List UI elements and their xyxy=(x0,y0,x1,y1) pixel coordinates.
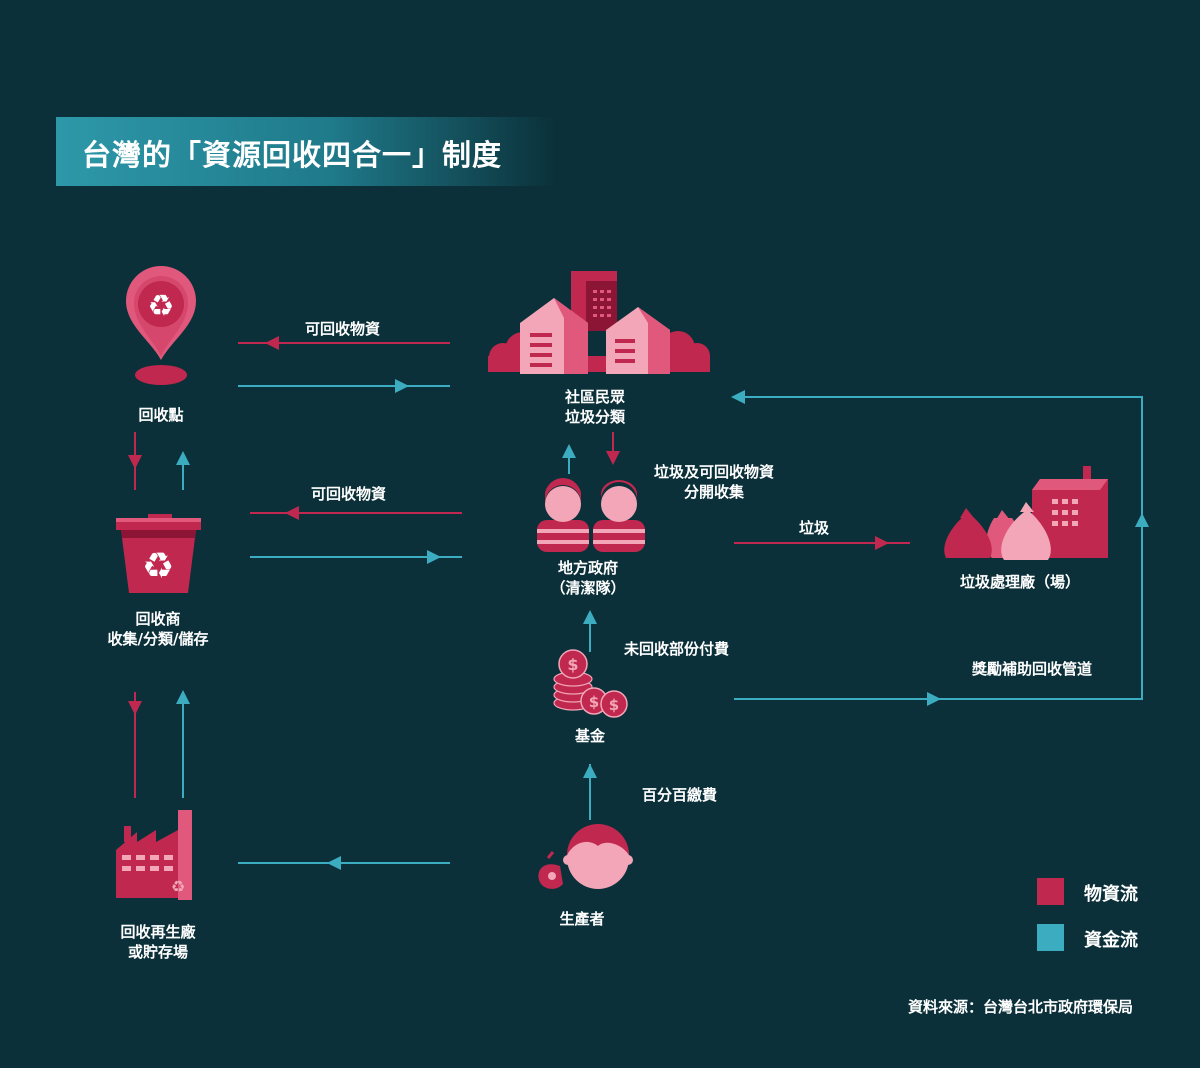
node-recycler-line1: 回收商 xyxy=(135,610,181,628)
legend-label-money: 資金流 xyxy=(1084,930,1138,951)
title-banner xyxy=(56,117,556,186)
edge-label-unrecycled-pay: 未回收部份付費 xyxy=(624,640,730,658)
edge-label-sort-line2: 分開收集 xyxy=(683,483,744,501)
flow-lines xyxy=(128,336,1149,870)
node-gov-line1: 地方政府 xyxy=(557,559,618,577)
source-note: 資料來源：台灣台北市政府環保局 xyxy=(908,998,1134,1016)
svg-text:$: $ xyxy=(609,696,619,714)
svg-text:$: $ xyxy=(567,655,578,674)
edge-label-sort-line1: 垃圾及可回收物資 xyxy=(653,463,774,481)
edge-label-recyclables-top: 可回收物資 xyxy=(305,320,381,338)
svg-text:♻: ♻ xyxy=(171,877,185,896)
legend-label-material: 物資流 xyxy=(1084,884,1138,905)
page-title: 台灣的「資源回收四合一」制度 xyxy=(82,138,503,172)
recycle-bin-icon: ♻ xyxy=(116,514,201,593)
node-fund: 基金 xyxy=(574,727,605,745)
node-recycle-point: 回收點 xyxy=(138,406,184,424)
buildings-icon xyxy=(488,271,710,374)
coins-icon: $ $ $ xyxy=(553,649,628,718)
producer-icon xyxy=(538,824,633,889)
svg-text:♻: ♻ xyxy=(142,546,174,587)
node-community-line1: 社區民眾 xyxy=(564,388,625,406)
node-community-line2: 垃圾分類 xyxy=(564,408,625,426)
node-gov-line2: （清潔隊） xyxy=(550,579,626,597)
legend-swatch-material xyxy=(1037,878,1064,905)
garbage-plant-icon xyxy=(944,466,1108,560)
node-recycler-line2: 收集/分類/儲存 xyxy=(107,630,209,648)
svg-text:♻: ♻ xyxy=(148,289,175,324)
edge-label-recyclables-mid: 可回收物資 xyxy=(311,485,387,503)
node-producer: 生產者 xyxy=(559,910,605,928)
node-garbage-plant: 垃圾處理廠（場） xyxy=(959,573,1080,591)
node-factory-line1: 回收再生廠 xyxy=(120,923,196,941)
legend-swatch-money xyxy=(1037,924,1064,951)
edge-label-garbage: 垃圾 xyxy=(799,519,830,537)
factory-icon: ♻ xyxy=(116,810,192,900)
node-factory-line2: 或貯存場 xyxy=(127,943,188,961)
recycle-pin-icon: ♻ xyxy=(126,266,196,385)
edge-label-subsidy: 獎勵補助回收管道 xyxy=(972,660,1093,678)
edge-label-full-fee: 百分百繳費 xyxy=(642,786,718,804)
workers-icon xyxy=(537,478,645,552)
svg-text:$: $ xyxy=(589,693,599,711)
